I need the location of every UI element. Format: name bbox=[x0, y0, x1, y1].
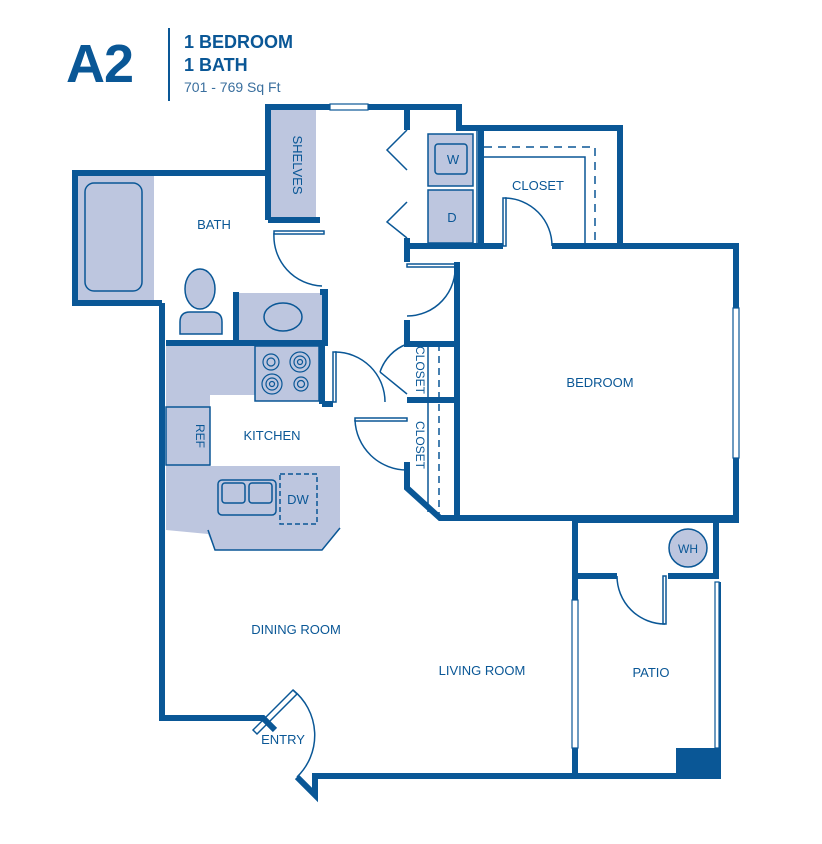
refrigerator-icon bbox=[165, 406, 211, 466]
unit-code: A2 bbox=[66, 34, 134, 94]
label-bath: BATH bbox=[197, 217, 231, 232]
walls bbox=[72, 104, 739, 803]
bathroom-count: 1 BATH bbox=[184, 55, 248, 75]
label-bedroom: BEDROOM bbox=[566, 375, 633, 390]
windows bbox=[329, 103, 740, 749]
patio-column bbox=[676, 748, 718, 778]
label-entry: ENTRY bbox=[261, 732, 305, 747]
door-swings bbox=[251, 129, 667, 778]
stove-icon bbox=[254, 345, 320, 402]
room-labels: BATH SHELVES CLOSET W D BEDROOM CLOSET C… bbox=[193, 135, 698, 747]
label-dryer: D bbox=[447, 210, 456, 225]
label-shelves: SHELVES bbox=[290, 135, 305, 194]
label-washer: W bbox=[447, 152, 460, 167]
label-kitchen: KITCHEN bbox=[243, 428, 300, 443]
label-water-heater: WH bbox=[678, 542, 698, 556]
dishwasher-icon bbox=[279, 473, 318, 525]
toilet-bowl-icon bbox=[184, 268, 216, 310]
header-divider bbox=[168, 28, 170, 101]
label-dishwasher: DW bbox=[287, 492, 309, 507]
counter-edge bbox=[207, 527, 341, 551]
label-closet-main: CLOSET bbox=[512, 178, 564, 193]
label-dining-room: DINING ROOM bbox=[251, 622, 341, 637]
label-closet-upper: CLOSET bbox=[413, 346, 427, 395]
stove-burners bbox=[261, 351, 311, 395]
shelves-area bbox=[270, 110, 316, 220]
square-footage: 701 - 769 Sq Ft bbox=[184, 79, 281, 95]
toilet-tank-icon bbox=[179, 311, 223, 335]
label-refrigerator: REF bbox=[193, 424, 207, 448]
plan-header: A2 1 BEDROOM 1 BATH 701 - 769 Sq Ft bbox=[0, 0, 822, 110]
bathtub-icon bbox=[84, 182, 143, 292]
bedroom-count: 1 BEDROOM bbox=[184, 32, 294, 52]
label-closet-lower: CLOSET bbox=[413, 421, 427, 470]
water-heater-icon bbox=[668, 528, 708, 568]
label-living-room: LIVING ROOM bbox=[439, 663, 526, 678]
fixtures bbox=[78, 110, 708, 568]
closet-rods bbox=[427, 128, 596, 518]
label-patio: PATIO bbox=[632, 665, 669, 680]
sink-icon bbox=[263, 302, 303, 332]
